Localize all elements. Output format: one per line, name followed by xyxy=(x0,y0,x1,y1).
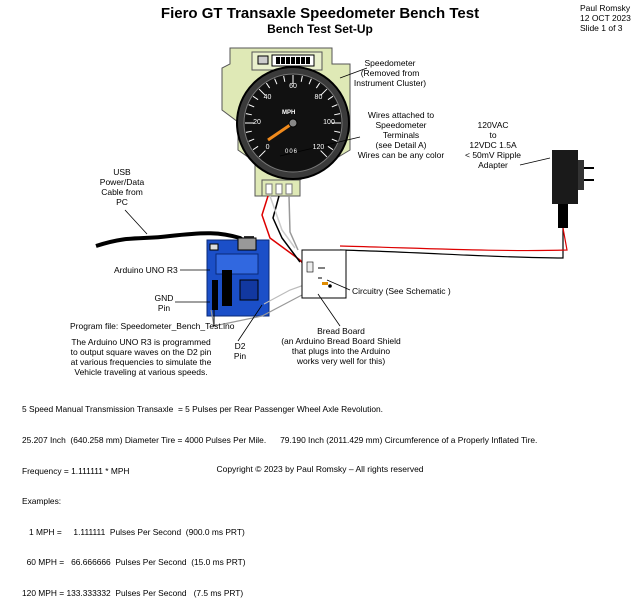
note-line: 25.207 Inch (640.258 mm) Diameter Tire =… xyxy=(22,435,538,446)
gauge-tick-label: 20 xyxy=(253,119,261,126)
speedometer-label: Speedometer (Removed from Instrument Clu… xyxy=(352,58,428,88)
adapter-label-line: 12VDC 1.5A xyxy=(469,140,517,150)
gauge-tick-mark xyxy=(258,150,266,158)
note-line: 5 Speed Manual Transmission Transaxle = … xyxy=(22,404,384,415)
gauge-tick-mark xyxy=(248,104,255,108)
arduino-board xyxy=(206,237,270,317)
speedometer-label-line: (Removed from xyxy=(360,68,420,78)
gnd-label-line: GND xyxy=(154,293,174,303)
note-line: Examples: xyxy=(22,496,62,507)
usb-label: USB Power/Data Cable from PC xyxy=(96,167,148,207)
gauge-unit-label: MPH xyxy=(282,110,296,116)
gauge-tick-mark xyxy=(258,88,266,96)
gauge-tick-mark xyxy=(327,95,334,101)
gauge-tick-mark xyxy=(248,138,255,142)
wires-label-line: Speedometer xyxy=(375,120,427,130)
d2-label-line: Pin xyxy=(233,351,247,361)
speedometer-label-line: Speedometer xyxy=(364,58,416,68)
gnd-pin-label: GND Pin xyxy=(150,293,178,313)
usb-label-line: Cable from xyxy=(101,187,143,197)
breadboard-label-line: works very well for this) xyxy=(296,356,386,366)
d2-label-line: D2 xyxy=(234,341,246,351)
program-desc-line: at various frequencies to simulate the xyxy=(70,357,212,367)
program-description: The Arduino UNO R3 is programmed to outp… xyxy=(58,337,224,377)
slide-number: Slide 1 of 3 xyxy=(580,23,623,33)
wires-label-line: Wires can be any color xyxy=(357,150,445,160)
note-line: 1 MPH = 1.111111 Pulses Per Second (900.… xyxy=(22,526,245,537)
copyright-notice: Copyright © 2023 by Paul Romsky – All ri… xyxy=(216,464,424,474)
gauge-tick-mark xyxy=(252,145,259,151)
gauge-tick-mark xyxy=(283,75,286,82)
gauge-tick-mark xyxy=(245,113,252,116)
gauge-tick-label: 120 xyxy=(312,144,325,152)
note-line: 60 MPH = 66.666666 Pulses Per Second (15… xyxy=(22,557,246,568)
gauge-tick-label: 80 xyxy=(314,93,323,101)
gauge-tick-mark xyxy=(320,150,328,158)
gauge-tick-label: 40 xyxy=(263,93,272,101)
gauge-tick-mark xyxy=(327,145,334,151)
leader-lines xyxy=(124,67,551,342)
program-desc-line: The Arduino UNO R3 is programmed xyxy=(71,337,211,347)
usb-label-line: Power/Data xyxy=(99,177,145,187)
gauge-tick-label: 0 xyxy=(265,144,270,152)
gauge-tick-label: 100 xyxy=(323,119,335,126)
bench-setup-diagram xyxy=(95,47,594,342)
breadboard-label: Bread Board (an Arduino Bread Board Shie… xyxy=(268,326,414,366)
program-file-label: Program file: Speedometer_Bench_Test.ino xyxy=(70,321,235,331)
note-line: Frequency = 1.111111 * MPH xyxy=(22,465,130,476)
wires-label-line: Terminals xyxy=(382,130,420,140)
bread-board xyxy=(301,249,347,299)
odometer-readout: 006 xyxy=(285,149,299,155)
gauge-tick-mark xyxy=(265,82,271,89)
gauge-tick-mark xyxy=(334,113,341,116)
adapter-label: 120VAC to 12VDC 1.5A < 50mV Ripple Adapt… xyxy=(458,120,528,170)
power-adapter xyxy=(552,150,594,228)
gauge-tick-mark xyxy=(300,75,303,82)
page-title: Fiero GT Transaxle Speedometer Bench Tes… xyxy=(160,5,480,22)
adapter-cable-black xyxy=(339,228,564,259)
gnd-label-line: Pin xyxy=(157,303,171,313)
gauge-tick-mark xyxy=(252,95,259,101)
gauge-tick-mark xyxy=(331,138,338,142)
program-desc-line: Vehicle traveling at various speeds. xyxy=(74,367,208,377)
gauge-tick-mark xyxy=(334,130,341,133)
gauge-tick-mark xyxy=(320,88,328,96)
slide-meta: Paul Romsky 12 OCT 2023 Slide 1 of 3 xyxy=(580,3,632,33)
needle xyxy=(267,121,294,142)
wires-label-line: Wires attached to xyxy=(367,110,435,120)
adapter-label-line: 120VAC xyxy=(477,120,509,130)
wire-gray xyxy=(288,195,299,251)
breadboard-label-line: (an Arduino Bread Board Shield xyxy=(281,336,401,346)
circuitry-label: Circuitry (See Schematic ) xyxy=(352,286,451,296)
gauge-tick-label: 60 xyxy=(289,83,297,90)
usb-label-line: PC xyxy=(116,197,128,207)
adapter-label-line: Adapter xyxy=(478,160,508,170)
wire-black xyxy=(272,195,301,263)
gauge-tick-mark xyxy=(245,130,252,133)
speedometer-label-line: Instrument Cluster) xyxy=(353,78,427,88)
calculation-notes: 5 Speed Manual Transmission Transaxle = … xyxy=(22,384,537,608)
usb-label-line: USB xyxy=(113,167,131,177)
note-line: 120 MPH = 133.333332 Pulses Per Second (… xyxy=(22,588,244,599)
wires-label-line: (see Detail A) xyxy=(375,140,427,150)
adapter-label-line: < 50mV Ripple xyxy=(465,150,521,160)
wires-label: Wires attached to Speedometer Terminals … xyxy=(352,110,450,160)
author: Paul Romsky xyxy=(580,3,631,13)
breadboard-label-line: that plugs into the Arduino xyxy=(291,346,391,356)
adapter-label-line: to xyxy=(489,130,497,140)
d2-pin-label: D2 Pin xyxy=(228,341,252,361)
date: 12 OCT 2023 xyxy=(580,13,631,23)
gauge-tick-mark xyxy=(331,104,338,108)
gauge-tick-mark xyxy=(308,78,312,85)
breadboard-label-line: Bread Board xyxy=(317,326,365,336)
gauge-tick-mark xyxy=(274,78,278,85)
adapter-cable-red xyxy=(339,227,568,252)
program-desc-line: to output square waves on the D2 pin xyxy=(70,347,212,357)
usb-cable xyxy=(95,231,250,248)
gauge-tick-mark xyxy=(315,82,321,89)
arduino-label: Arduino UNO R3 xyxy=(114,265,178,275)
page-subtitle: Bench Test Set-Up xyxy=(267,22,373,36)
